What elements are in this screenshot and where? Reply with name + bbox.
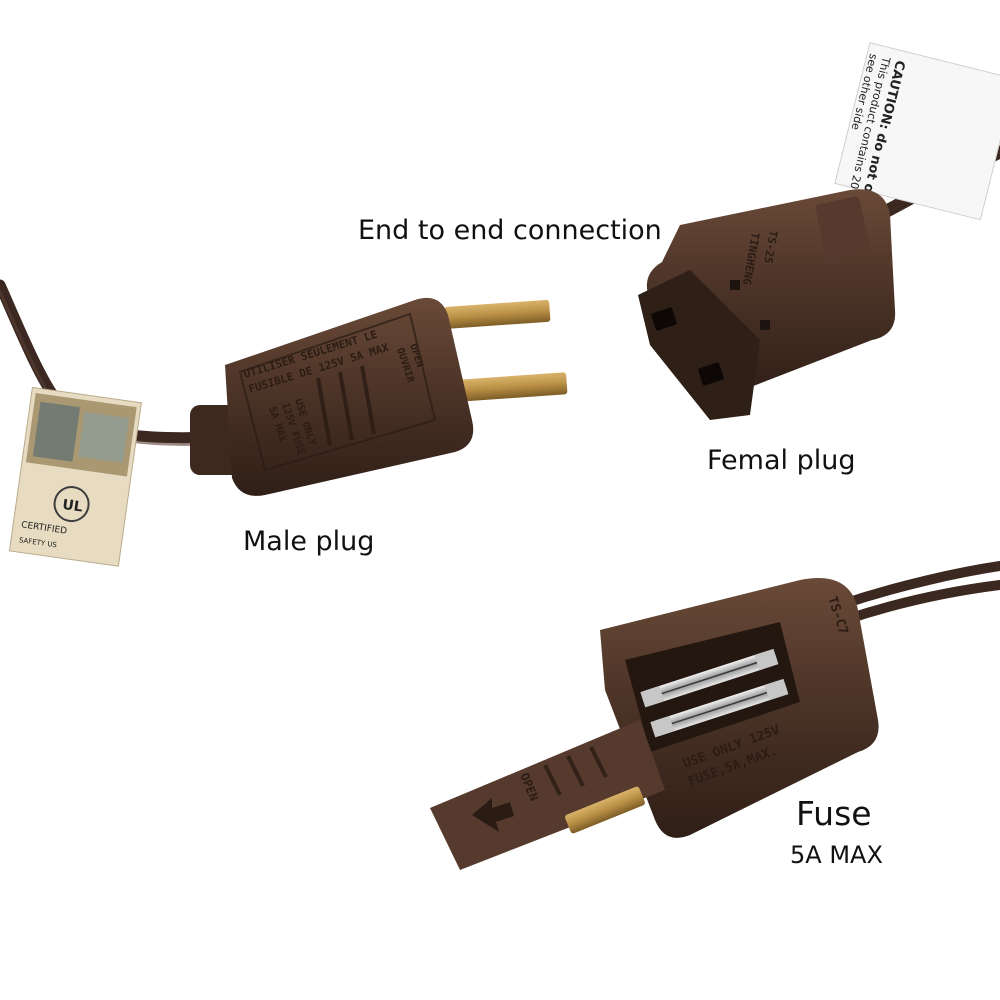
end-to-end-caption: End to end connection [358,215,662,246]
fuse-rating-caption: 5A MAX [790,841,883,869]
svg-text:TS-25: TS-25 [761,229,780,264]
fuse-caption: Fuse [796,794,872,833]
female-plug-caption: Femal plug [707,445,856,476]
fuse-plug: OPEN USE ONLY 125V FUSE,5A,MAX. TS-C7 [430,578,879,870]
glass-fuse-1 [640,648,779,708]
male-plug-caption: Male plug [243,526,375,557]
ul-certification-tag: UL CERTIFIED SAFETY US [8,386,142,567]
svg-text:UL: UL [61,497,83,516]
fuse-plug-cable [835,561,1000,625]
female-plug: TINGHENG TS-25 [638,189,896,420]
glass-fuse-2 [650,678,789,738]
caution-tag: CAUTION: do not overload This product co… [834,42,1000,248]
male-plug: UTILISER SEULEMENT LE FUSIBLE DE 125V 5A… [190,297,568,496]
